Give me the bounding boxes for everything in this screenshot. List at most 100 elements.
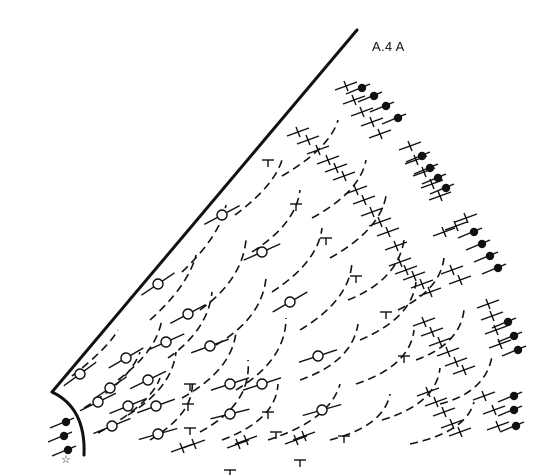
single-crochet-bar <box>445 346 451 358</box>
center-arc <box>50 390 86 457</box>
single-crochet-bar <box>441 406 447 418</box>
single-crochet-bar <box>301 430 307 442</box>
single-crochet-bar <box>437 190 443 202</box>
chain-open-circle <box>142 374 154 386</box>
chain-space-arc <box>181 331 237 399</box>
single-crochet-bar <box>433 396 439 408</box>
single-crochet-bar <box>341 170 347 182</box>
chain-open-circle <box>150 400 162 412</box>
slip-stitch-line <box>51 445 77 457</box>
chain-space-arc <box>397 257 445 311</box>
slip-stitch-line <box>357 91 383 103</box>
single-crochet-bar <box>421 316 427 328</box>
single-crochet-bar <box>449 264 455 276</box>
single-crochet-bar <box>457 426 463 438</box>
single-crochet-bar <box>427 286 433 298</box>
chain-space-arc <box>329 195 387 259</box>
single-crochet-bar <box>191 438 197 450</box>
single-crochet-bar <box>403 264 409 276</box>
chain-open-circle <box>152 428 164 440</box>
chain-space-arc <box>347 239 405 301</box>
slip-stitch-line <box>429 183 455 195</box>
chain-open-circle <box>122 400 134 412</box>
single-crochet-bar <box>497 338 503 350</box>
slip-stitch-line <box>497 391 523 403</box>
slip-stitch-line <box>369 101 395 113</box>
single-crochet-bar <box>425 386 431 398</box>
chain-space-arc <box>271 227 323 293</box>
slip-stitch-line <box>345 83 371 95</box>
single-crochet-bar <box>179 442 185 454</box>
slip-stitch-line <box>405 151 431 163</box>
slip-stitch-line <box>501 345 527 357</box>
single-crochet-bar <box>333 162 339 174</box>
single-crochet-bar <box>351 94 357 106</box>
slip-stitch-line <box>381 113 407 125</box>
chain-space-arc <box>149 254 197 321</box>
single-crochet-bar <box>305 134 311 146</box>
chain-space-arc <box>299 323 359 381</box>
start-star-icon: ☆ <box>61 453 71 466</box>
chain-open-circle <box>216 209 228 221</box>
chain-space-arc <box>329 393 391 441</box>
slip-stitch-line <box>49 417 75 429</box>
single-crochet-bar <box>377 128 383 140</box>
slip-stitch-line <box>497 405 523 417</box>
single-crochet-bar <box>485 298 491 310</box>
single-crochet-bar <box>491 404 497 416</box>
single-crochet-bar <box>397 256 403 268</box>
chain-space-arc <box>167 291 213 359</box>
chain-space-arc <box>299 261 353 331</box>
chain-space-arc <box>439 355 493 405</box>
chain-space-arc <box>234 159 283 216</box>
slip-stitch-line <box>473 251 499 263</box>
single-crochet-bar <box>243 434 249 446</box>
chain-open-circle <box>224 378 236 390</box>
chain-open-circle <box>204 340 216 352</box>
stitch-symbols <box>47 80 527 475</box>
single-crochet-bar <box>437 336 443 348</box>
chain-space-arc <box>359 281 417 341</box>
single-crochet-bar <box>295 126 301 138</box>
single-crochet-bar <box>495 420 501 432</box>
single-crochet-bar <box>461 364 467 376</box>
single-crochet-bar <box>411 270 417 282</box>
chain-open-circle <box>224 408 236 420</box>
single-crochet-bar <box>343 80 349 92</box>
slip-stitch-line <box>47 431 73 443</box>
chain-space-arc <box>215 277 267 346</box>
single-crochet-bar <box>315 144 321 156</box>
chain-open-circle <box>256 246 268 258</box>
chain-space-arc <box>415 309 465 361</box>
chain-space-arc <box>199 359 250 433</box>
single-crochet-bar <box>493 324 499 336</box>
slip-stitch-line <box>481 263 507 275</box>
single-crochet-bar <box>413 154 419 166</box>
single-crochet-bar <box>369 206 375 218</box>
chain-open-circle <box>104 382 116 394</box>
single-crochet-bar <box>361 194 367 206</box>
chain-space-arc <box>311 159 367 219</box>
single-crochet-bar <box>453 356 459 368</box>
chain-open-circle <box>256 378 268 390</box>
chain-space-arc <box>149 379 194 441</box>
chain-open-circle <box>160 336 172 348</box>
slip-stitch-line <box>457 227 483 239</box>
single-crochet-bar <box>457 274 463 286</box>
single-crochet-bar <box>429 326 435 338</box>
slip-stitch-line <box>413 163 439 175</box>
single-crochet-bar <box>407 140 413 152</box>
slip-stitch-line <box>421 173 447 185</box>
chain-space-arc <box>97 377 161 434</box>
slip-stitch-line <box>499 421 525 433</box>
chain-open-circle <box>106 420 118 432</box>
chain-open-circle <box>120 352 132 364</box>
chain-space-arc <box>235 317 287 391</box>
single-crochet-bar <box>377 216 383 228</box>
single-crochet-bar <box>441 226 447 238</box>
single-crochet-bar <box>463 212 469 224</box>
slip-stitch-line <box>491 317 517 329</box>
slip-stitch-line <box>465 239 491 251</box>
single-crochet-bar <box>369 116 375 128</box>
